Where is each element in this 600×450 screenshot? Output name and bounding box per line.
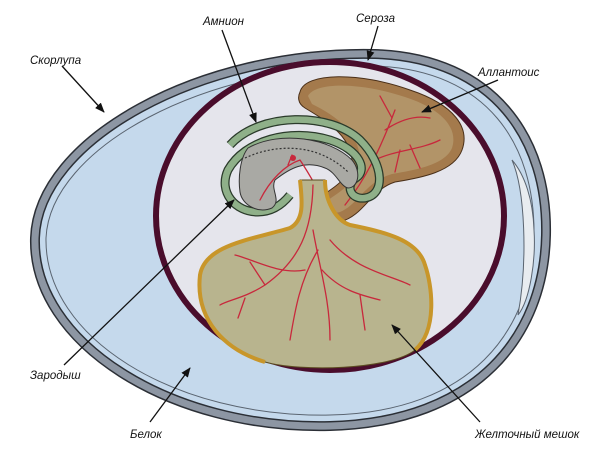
label-serosa: Сероза (356, 13, 395, 25)
label-embryo: Зародыш (30, 370, 81, 382)
embryo (238, 137, 359, 211)
air-space (511, 159, 535, 316)
serosa-arrow (366, 25, 379, 61)
allantois-arrow (421, 79, 499, 113)
shell-arrow (61, 65, 105, 113)
label-albumen: Белок (130, 429, 162, 441)
yolk-sac-arrow (391, 324, 481, 423)
label-yolk-sac: Желточный мешок (474, 429, 580, 441)
embryo-arrow (63, 199, 235, 366)
yolk-vessels (219, 184, 411, 341)
embryo-somites (244, 147, 349, 173)
albumen-arrow (149, 367, 191, 423)
label-allantois: Аллантоис (477, 67, 540, 79)
amnion-arrow (221, 29, 257, 123)
label-amnion: Амнион (202, 16, 245, 28)
label-shell: Скорлупа (30, 55, 81, 67)
